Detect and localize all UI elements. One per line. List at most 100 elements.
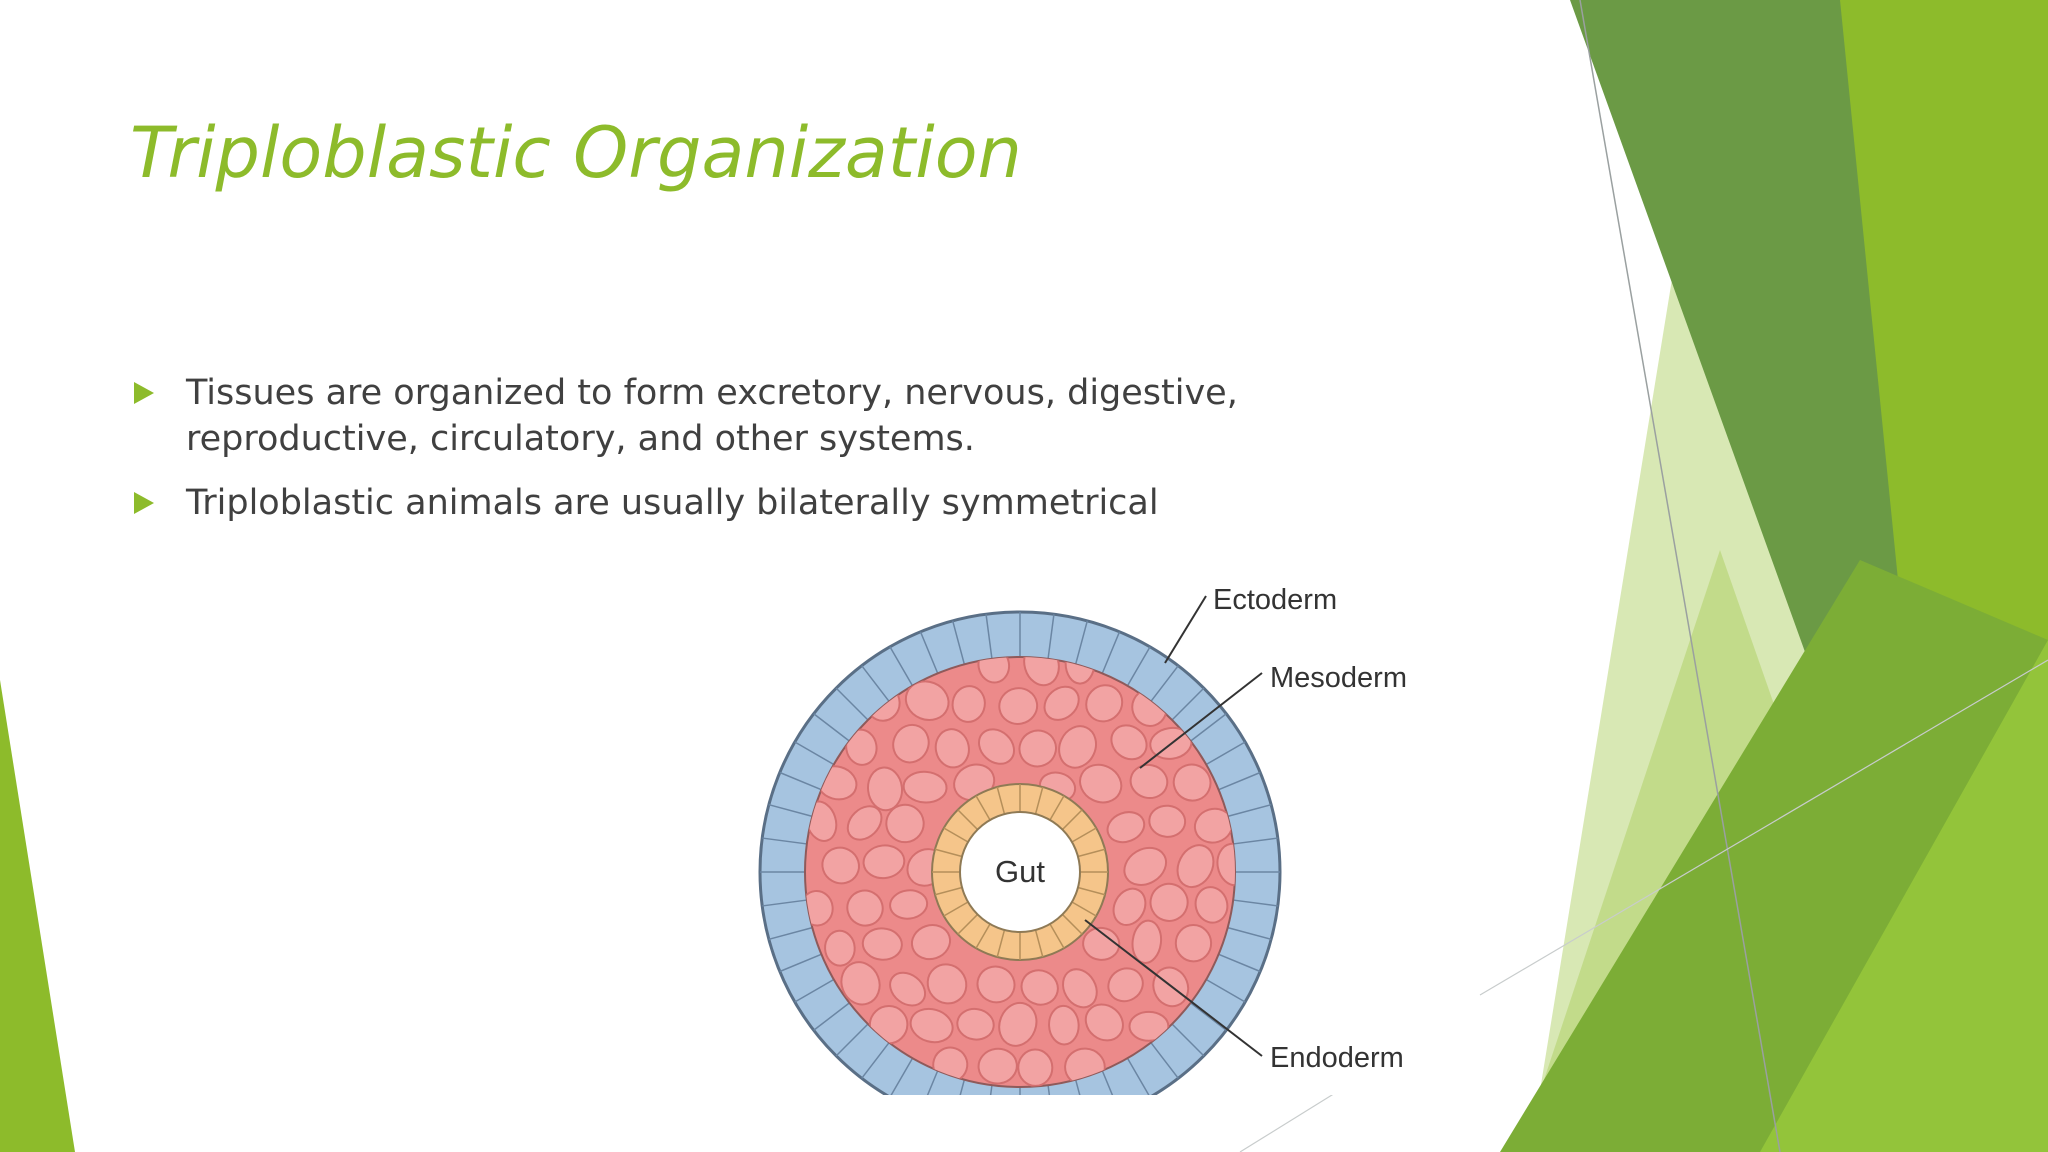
ectoderm-cell-divider bbox=[835, 687, 869, 721]
ectoderm-cell-divider bbox=[989, 1085, 993, 1095]
endoderm-cell-divider bbox=[934, 886, 963, 896]
gut-cavity bbox=[959, 811, 1081, 933]
mesoderm-cell bbox=[909, 1007, 954, 1044]
endoderm-label: Endoderm bbox=[1270, 1042, 1404, 1074]
mesoderm-cell bbox=[910, 924, 952, 961]
ectoderm-cell-divider bbox=[1150, 665, 1179, 702]
ectoderm-cell-divider bbox=[1126, 1057, 1150, 1095]
mesoderm-cell bbox=[1176, 844, 1215, 889]
decor-line-2 bbox=[1479, 659, 2048, 996]
mesoderm-cell bbox=[926, 963, 968, 1005]
endoderm-cell-divider bbox=[1049, 923, 1065, 949]
mesoderm-cell bbox=[902, 770, 948, 804]
mesoderm-cell bbox=[862, 844, 906, 880]
endoderm-cell-divider bbox=[1077, 848, 1106, 858]
mesoderm-cell bbox=[1106, 811, 1146, 844]
mesoderm-cell bbox=[861, 927, 903, 961]
mesoderm-cell bbox=[934, 728, 970, 769]
mesoderm-cell bbox=[889, 971, 927, 1007]
mesoderm-cell bbox=[1048, 1004, 1080, 1046]
ectoderm-pointer bbox=[1164, 595, 1207, 664]
bullet-item: Triploblastic animals are usually bilate… bbox=[130, 480, 1480, 526]
ectoderm-cell-divider bbox=[1150, 1042, 1179, 1079]
mesoderm-cell bbox=[1084, 1003, 1124, 1042]
endoderm-cell-divider bbox=[975, 795, 991, 821]
mesoderm-cell bbox=[889, 889, 929, 920]
ectoderm-cell-divider bbox=[1233, 837, 1278, 845]
ectoderm-cell-divider bbox=[779, 953, 822, 973]
ectoderm-cell-divider bbox=[779, 771, 822, 791]
mesoderm-cell bbox=[998, 687, 1039, 725]
endoderm-cell-divider bbox=[1077, 886, 1106, 896]
ectoderm-cell-divider bbox=[768, 803, 813, 818]
endoderm-cell-divider bbox=[1071, 901, 1097, 917]
ectoderm-cell-divider bbox=[1233, 899, 1278, 907]
mesoderm-cell bbox=[1107, 967, 1144, 1003]
endoderm-cell-divider bbox=[943, 827, 969, 843]
ectoderm-cell-divider bbox=[985, 614, 993, 659]
mesoderm-cell bbox=[867, 766, 904, 812]
mesoderm-cell bbox=[977, 657, 1011, 684]
ectoderm-cell-divider bbox=[1126, 646, 1151, 687]
decor-line-1 bbox=[1579, 0, 1781, 1152]
ectoderm-cell-divider bbox=[1227, 926, 1272, 941]
endoderm-pointer bbox=[1084, 919, 1263, 1057]
bullet-text: Tissues are organized to form excretory,… bbox=[186, 373, 1238, 459]
endoderm-cell-divider bbox=[1061, 809, 1083, 831]
ectoderm-cell-divider bbox=[1218, 771, 1261, 791]
mesoderm-cell bbox=[1079, 763, 1123, 804]
ectoderm-cell-divider bbox=[1218, 953, 1261, 973]
bullet-item: Tissues are organized to form excretory,… bbox=[130, 370, 1480, 462]
ectoderm-cell-divider bbox=[835, 1023, 869, 1057]
mesoderm-cell bbox=[1112, 887, 1147, 926]
germ-layer-illustration bbox=[758, 595, 1282, 1095]
bullet-text: Triploblastic animals are usually bilate… bbox=[186, 483, 1159, 523]
endoderm-cell-divider bbox=[1071, 827, 1097, 843]
mesoderm-cell bbox=[1043, 685, 1080, 721]
ectoderm-cell-divider bbox=[861, 1042, 890, 1079]
mesoderm-cell bbox=[1123, 846, 1168, 886]
endoderm-cell-divider bbox=[934, 848, 963, 858]
mesoderm-cell bbox=[951, 685, 986, 723]
mesoderm-cell bbox=[956, 1007, 995, 1041]
ectoderm-cell-divider bbox=[959, 1079, 966, 1095]
ectoderm-cell-divider bbox=[1205, 741, 1246, 766]
mesoderm-cell bbox=[892, 723, 930, 764]
ectoderm-cell-divider bbox=[813, 713, 850, 742]
ectoderm-cell-divider bbox=[1047, 614, 1055, 659]
triangle-right-icon bbox=[134, 492, 154, 514]
ectoderm-cell-divider bbox=[1171, 687, 1205, 721]
right-accent-green-shape bbox=[1760, 640, 2048, 1152]
endoderm-cell-divider bbox=[943, 901, 969, 917]
ectoderm-cell-divider bbox=[1101, 1070, 1114, 1095]
ectoderm-cell-divider bbox=[890, 1057, 914, 1095]
ectoderm-cell-divider bbox=[1205, 978, 1246, 1003]
ectoderm-cell-divider bbox=[1190, 1002, 1227, 1031]
mesoderm-pointer bbox=[1139, 672, 1263, 769]
ectoderm-cell-divider bbox=[951, 620, 966, 665]
mesoderm-cell bbox=[821, 846, 860, 885]
ectoderm-cell-divider bbox=[926, 1070, 939, 1095]
ectoderm-cell-divider bbox=[794, 978, 835, 1003]
mesoderm-cell bbox=[1172, 763, 1212, 802]
slide-title: Triploblastic Organization bbox=[130, 112, 1022, 194]
mesoderm-cell bbox=[976, 965, 1016, 1004]
mesoderm-cell bbox=[840, 961, 881, 1006]
mesoderm-cell bbox=[1194, 886, 1229, 924]
endoderm-cell-dividers bbox=[932, 784, 1108, 960]
ectoderm-cell-divider bbox=[768, 926, 813, 941]
mesoderm-cell bbox=[1058, 725, 1097, 769]
endoderm-cell-divider bbox=[1034, 929, 1044, 958]
germ-layer-diagram: Ectoderm Mesoderm Endoderm Gut bbox=[740, 570, 1470, 1095]
mesoderm-cell bbox=[1149, 882, 1189, 922]
mesoderm-cell bbox=[1062, 968, 1098, 1009]
mesoderm-cell bbox=[885, 803, 925, 844]
ectoderm-cell-divider bbox=[1047, 1085, 1051, 1095]
mesoderm-label: Mesoderm bbox=[1270, 662, 1407, 694]
ectoderm-cell-divider bbox=[1190, 713, 1227, 742]
mesoderm-cell bbox=[1129, 763, 1169, 800]
endoderm-cell-divider bbox=[1034, 786, 1044, 815]
endoderm-cell-divider bbox=[996, 786, 1006, 815]
ectoderm-cell-divider bbox=[762, 899, 807, 907]
